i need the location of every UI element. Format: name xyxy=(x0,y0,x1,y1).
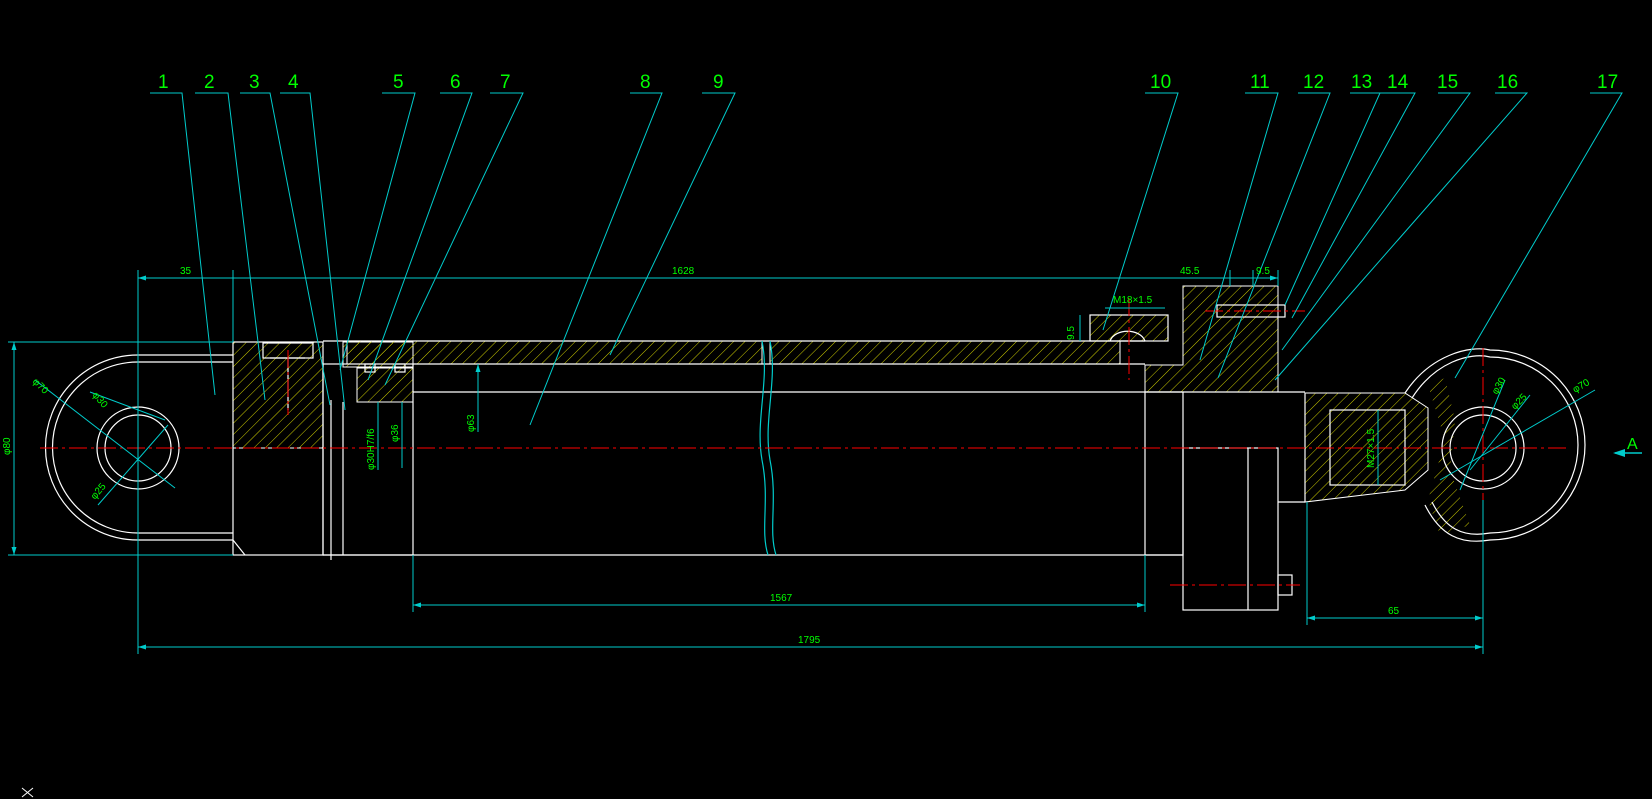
leader-5 xyxy=(339,92,416,371)
arrow-1795-right xyxy=(1475,644,1483,650)
front-eye-outline xyxy=(1404,348,1586,542)
piston-seal-1 xyxy=(364,363,376,373)
balloon-11: 11 xyxy=(1250,72,1270,93)
dim-phi36-text: φ36 xyxy=(390,424,401,442)
dimension-arrowheads xyxy=(11,275,1483,650)
leader-14 xyxy=(1291,92,1416,319)
leader-12 xyxy=(1217,92,1331,379)
leader-9 xyxy=(609,92,736,356)
break-line-2 xyxy=(767,340,777,556)
leader-13 xyxy=(1284,92,1381,306)
dim-9-5-side-text: 9.5 xyxy=(1066,326,1077,340)
dim-phi70-right-text: φ70 xyxy=(1571,377,1592,396)
end-cap-step xyxy=(232,539,246,556)
piston-seal-2 xyxy=(394,363,406,373)
arrow-1795-left xyxy=(138,644,146,650)
balloon-13: 13 xyxy=(1351,72,1372,93)
arrow-phi80-top xyxy=(11,342,17,350)
leader-15 xyxy=(1281,92,1471,351)
arrow-phi63-top xyxy=(475,364,481,372)
arrow-65-right xyxy=(1475,615,1483,621)
view-arrow-head xyxy=(1613,449,1625,457)
leader-10 xyxy=(1102,92,1179,331)
leader-3 xyxy=(240,92,331,406)
leader-4 xyxy=(280,92,346,411)
dim-1567-text: 1567 xyxy=(770,593,793,604)
arrow-phi80-bottom xyxy=(11,547,17,555)
leader-8 xyxy=(529,92,663,426)
break-line-1 xyxy=(759,340,769,556)
dim-phi30-right-text: φ30 xyxy=(1490,375,1509,396)
leader-11 xyxy=(1199,92,1279,361)
leader-17 xyxy=(1454,92,1623,379)
balloon-17: 17 xyxy=(1597,72,1618,93)
leader-7 xyxy=(384,92,524,386)
dim-35-text: 35 xyxy=(180,266,192,277)
phi25-left-leader xyxy=(97,424,169,506)
balloon-10: 10 xyxy=(1150,72,1171,93)
dim-phi30-fit-text: φ30H7/f6 xyxy=(366,428,377,470)
dim-m18-text: M18×1.5 xyxy=(1113,295,1153,306)
dim-phi63-text: φ63 xyxy=(466,414,477,432)
balloon-16: 16 xyxy=(1497,72,1518,93)
balloon-14: 14 xyxy=(1387,72,1409,93)
front-flange-outline xyxy=(1182,447,1279,611)
balloon-1: 1 xyxy=(158,72,169,93)
leader-1 xyxy=(150,92,216,396)
view-arrow-icon: A xyxy=(1613,436,1642,457)
end-cap-section xyxy=(232,341,324,449)
arrow-1628-left xyxy=(138,275,146,281)
dim-phi70-left-text: φ70 xyxy=(30,376,51,397)
balloon-3: 3 xyxy=(249,72,260,93)
balloon-5: 5 xyxy=(393,72,404,93)
arrow-1628-right xyxy=(1270,275,1278,281)
oil-port-bore xyxy=(1109,330,1146,342)
dim-m27-text: M27×1.5 xyxy=(1366,428,1377,468)
dim-65-text: 65 xyxy=(1388,606,1400,617)
balloon-numbers: 1 2 3 4 5 6 7 8 9 10 11 12 13 14 15 16 1… xyxy=(158,72,1618,93)
hatched-sections xyxy=(232,285,1470,535)
dim-phi25-right-text: φ25 xyxy=(1509,392,1530,413)
arrow-1567-right xyxy=(1137,602,1145,608)
phi30-left-leader xyxy=(89,391,166,421)
balloon-2: 2 xyxy=(204,72,215,93)
front-head-outline xyxy=(1144,391,1184,556)
balloon-15: 15 xyxy=(1437,72,1458,93)
leader-16 xyxy=(1274,92,1529,381)
dim-45-5-text: 45.5 xyxy=(1180,266,1200,277)
balloon-6: 6 xyxy=(450,72,461,93)
balloon-9: 9 xyxy=(713,72,724,93)
balloon-8: 8 xyxy=(640,72,651,93)
leader-6 xyxy=(367,92,473,381)
balloon-12: 12 xyxy=(1303,72,1324,93)
dim-phi25-left-text: φ25 xyxy=(89,481,109,502)
view-label-a: A xyxy=(1627,436,1638,453)
phi70-left-leader xyxy=(34,379,176,489)
dimension-lines xyxy=(8,270,1596,654)
barrel-wall-section-right xyxy=(769,340,1121,365)
dim-1795-text: 1795 xyxy=(798,635,821,646)
barrel-wall-section-left xyxy=(346,340,763,365)
arrow-1567-left xyxy=(413,602,421,608)
balloon-4: 4 xyxy=(288,72,299,93)
phi25-right-leader xyxy=(1469,394,1531,471)
rod-eye-section xyxy=(1428,378,1470,535)
ucs-x-icon xyxy=(21,787,34,798)
dim-9-5-top-text: 9.5 xyxy=(1256,266,1270,277)
balloon-7: 7 xyxy=(500,72,511,93)
leader-2 xyxy=(195,92,266,401)
dim-1628-text: 1628 xyxy=(672,266,695,277)
phi70-right-leader xyxy=(1439,389,1596,481)
phi30-right-leader xyxy=(1459,379,1506,491)
arrow-65-left xyxy=(1307,615,1315,621)
front-eye-inner-outline xyxy=(1411,355,1579,535)
dim-phi80-text: φ80 xyxy=(2,437,13,455)
balloon-leaders xyxy=(150,92,1623,426)
